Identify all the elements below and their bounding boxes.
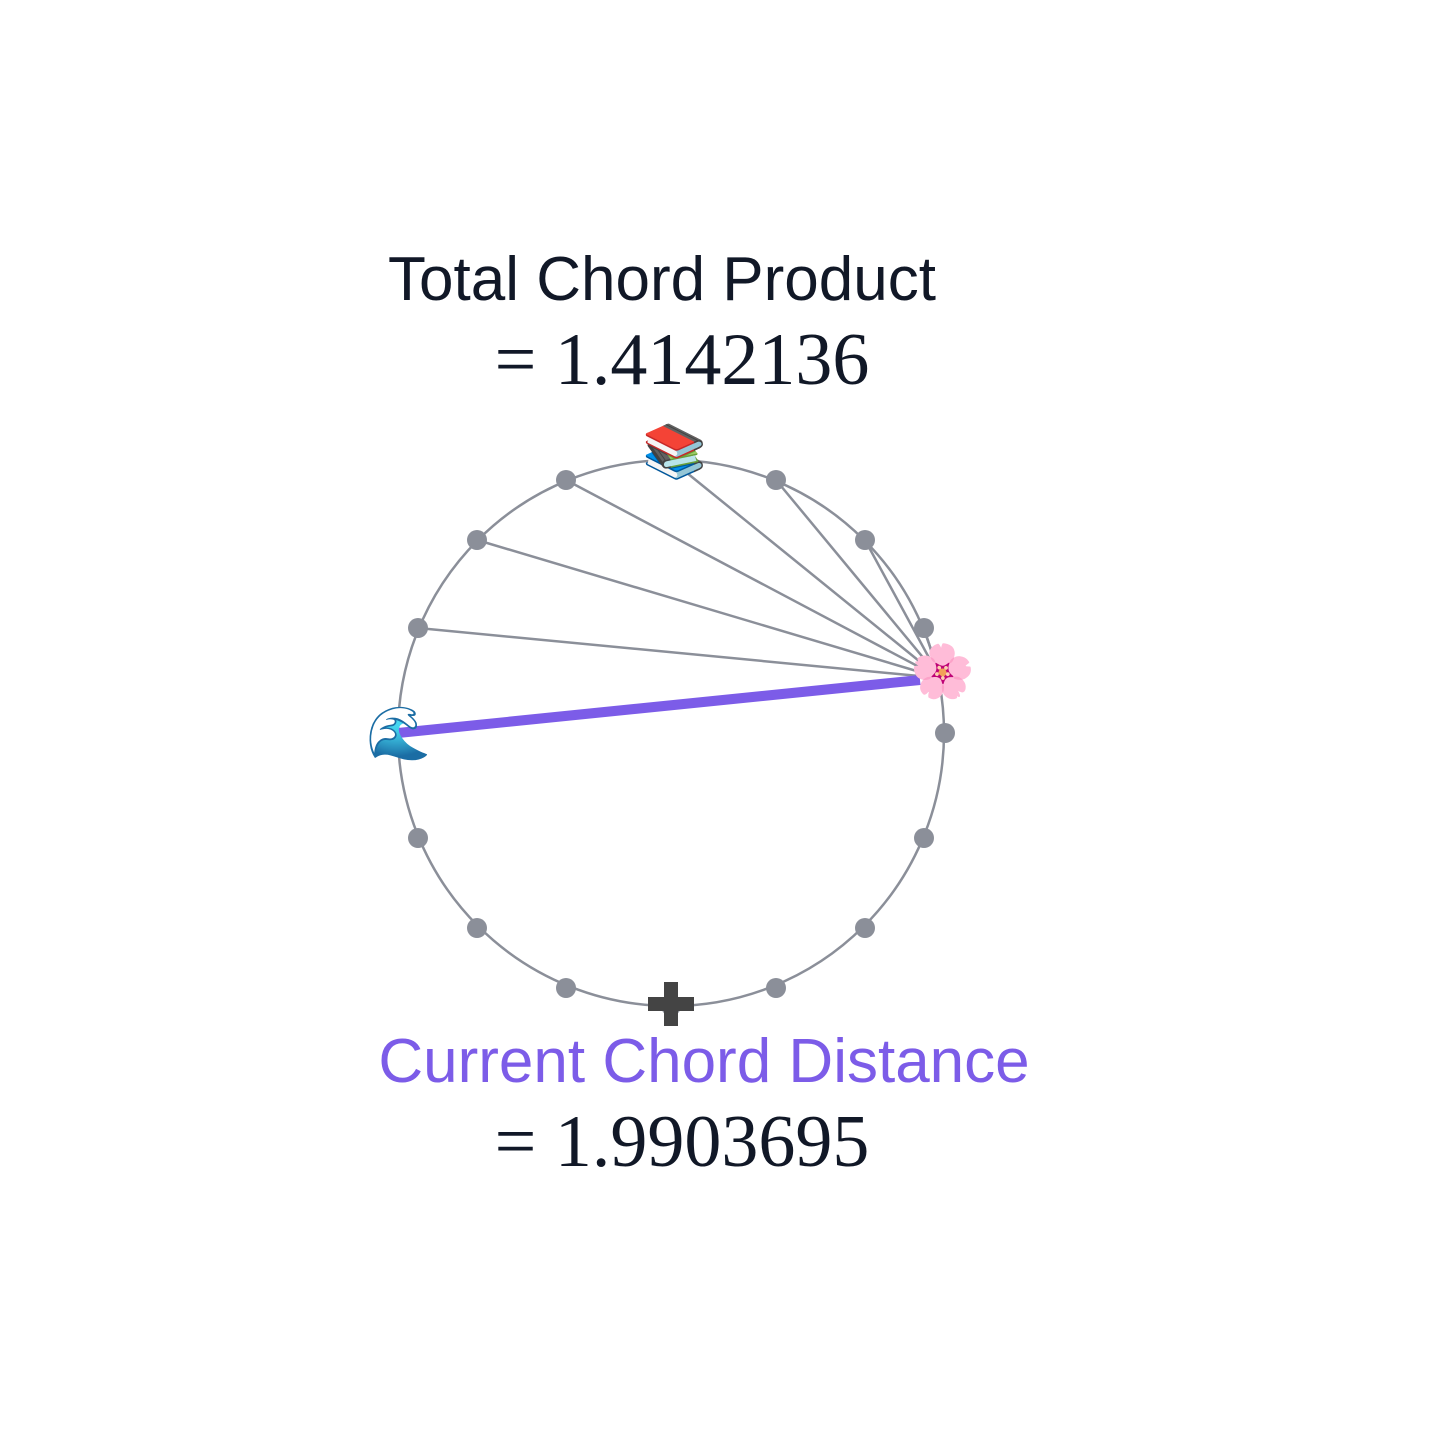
current-chord-distance-value: = 1.9903695: [494, 1101, 870, 1183]
point[interactable]: [467, 918, 487, 938]
point[interactable]: [766, 470, 786, 490]
point[interactable]: [855, 530, 875, 550]
current-chord-line: [397, 675, 921, 738]
point[interactable]: [556, 978, 576, 998]
cherry-blossom-icon[interactable]: 🌸: [910, 642, 975, 702]
point[interactable]: [914, 618, 934, 638]
total-chord-product-title: Total Chord Product: [388, 245, 936, 314]
total-chord-product-value: = 1.4142136: [494, 319, 870, 401]
point[interactable]: [914, 828, 934, 848]
current-chord-distance-label: Current Chord Distance: [378, 1027, 1030, 1096]
point[interactable]: [935, 723, 955, 743]
point[interactable]: [855, 918, 875, 938]
point[interactable]: [766, 978, 786, 998]
point[interactable]: [556, 470, 576, 490]
water-wave-icon[interactable]: 🌊: [366, 704, 431, 764]
plus-cross-icon[interactable]: [648, 982, 694, 1026]
books-icon[interactable]: 📚: [642, 422, 707, 482]
gray-chords: [417, 459, 942, 680]
point[interactable]: [408, 618, 428, 638]
point[interactable]: [467, 530, 487, 550]
circle-points: [408, 470, 955, 1016]
point[interactable]: [408, 828, 428, 848]
